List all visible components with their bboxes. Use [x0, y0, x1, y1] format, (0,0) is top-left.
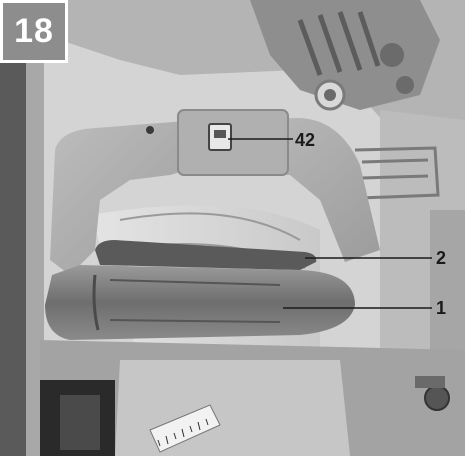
trigger-switch [95, 240, 317, 270]
motor-housing [250, 0, 440, 110]
wire-guard [354, 146, 440, 200]
switch-housing [177, 109, 289, 176]
motor-ribs [297, 11, 381, 76]
handle-grip [45, 265, 355, 340]
handle-frame [50, 120, 205, 275]
clamp-knob [424, 385, 450, 411]
figure-number-badge: 18 [3, 3, 65, 60]
callout-label-42: 42 [295, 130, 316, 150]
callout-label-2: 2 [436, 248, 447, 268]
left-frame [0, 0, 26, 456]
callout-leaders [228, 138, 432, 309]
mitre-scale [149, 404, 221, 453]
callout-label-1: 1 [436, 298, 447, 318]
